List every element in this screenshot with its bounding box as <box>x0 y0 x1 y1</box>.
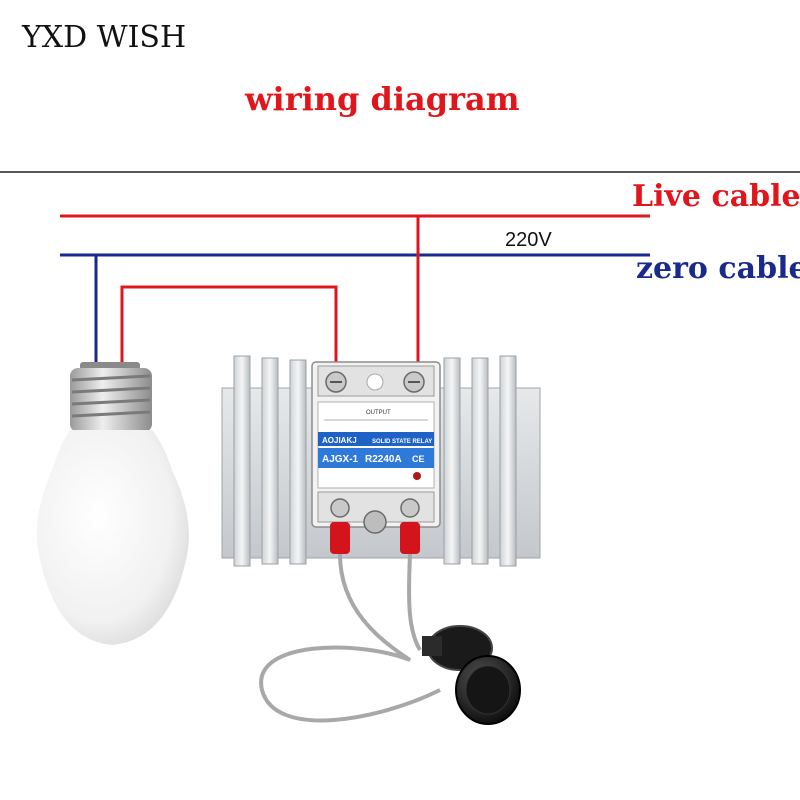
relay-ce-mark: CE <box>412 454 425 464</box>
relay-indicator-led <box>413 472 421 480</box>
potentiometer-knob <box>422 625 521 725</box>
heatsink-fin <box>289 359 307 565</box>
relay-brand-text: AOJIAKJ <box>322 436 357 445</box>
light-bulb <box>36 362 189 645</box>
bulb-to-relay-wire <box>120 285 338 380</box>
heatsink-fin <box>499 355 517 567</box>
relay-terminal-screw <box>400 498 420 518</box>
brand-label: YXD WISH <box>21 20 186 55</box>
relay-output-text: OUTPUT <box>366 410 391 416</box>
relay-terminal-screw <box>330 498 350 518</box>
solid-state-relay: OUTPUT AOJIAKJ SOLID STATE RELAY AJGX-1 … <box>221 355 541 567</box>
relay-brand-band <box>318 432 434 446</box>
heatsink-fin <box>261 357 279 565</box>
heatsink-fin <box>233 355 251 567</box>
relay-model-text: AJGX-1 <box>322 454 359 465</box>
bulb-glass <box>36 430 189 645</box>
heatsink-fin <box>471 357 489 565</box>
live-cable-label: Live cable <box>632 179 800 214</box>
relay-type-text: SOLID STATE RELAY <box>372 439 432 445</box>
diagram-title: wiring diagram <box>244 80 520 118</box>
pot-wire <box>259 553 441 723</box>
crimp-terminal <box>330 522 350 554</box>
relay-model-band <box>318 448 434 468</box>
relay-part-text: R2240A <box>365 454 402 465</box>
voltage-label: 220V <box>505 229 552 251</box>
heatsink-fin <box>443 357 461 565</box>
zero-cable-label: zero cable <box>636 251 800 286</box>
pot-wire <box>407 553 422 652</box>
crimp-terminal <box>400 522 420 554</box>
